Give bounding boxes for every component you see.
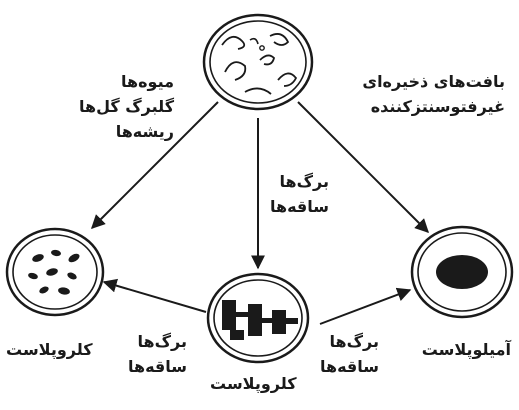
label-nonphotosynthetic: غیرفتوسنتزکننده	[370, 96, 505, 116]
label-roots: ریشه‌ها	[115, 121, 174, 141]
label-fruits: میوه‌ها	[120, 72, 174, 91]
label-stems: ساقه‌ها	[319, 356, 379, 376]
label-leaves: برگ‌ها	[279, 172, 329, 191]
label-petals: گلبرگ گل‌ها	[79, 96, 174, 116]
label-plastid-left: کلروپلاست	[6, 340, 93, 359]
arrow-top-to-left	[91, 101, 219, 229]
label-plastid-center: کلروپلاست	[210, 374, 297, 393]
proplastid-top	[202, 13, 314, 111]
label-plastid-right: آمیلوپلاست	[421, 340, 511, 359]
label-bottom-left-arrow: برگ‌ها ساقه‌ها	[128, 330, 187, 380]
label-bottom-right-arrow: برگ‌ها ساقه‌ها	[320, 330, 379, 380]
label-left-arrow: میوه‌ها گلبرگ گل‌ها ریشه‌ها	[79, 70, 174, 144]
amyloplast-right	[410, 225, 514, 319]
chromoplast-left	[5, 227, 105, 317]
label-leaves: برگ‌ها	[329, 332, 379, 351]
label-center-arrow: برگ‌ها ساقه‌ها	[270, 170, 329, 220]
arrow-center-to-left	[102, 278, 207, 313]
label-storage-tissues: بافت‌های ذخیره‌ای	[362, 72, 505, 91]
label-right-arrow: بافت‌های ذخیره‌ای غیرفتوسنتزکننده	[362, 70, 505, 120]
arrow-top-to-right	[297, 101, 429, 233]
label-stems: ساقه‌ها	[127, 356, 187, 376]
label-leaves: برگ‌ها	[137, 332, 187, 351]
label-stems: ساقه‌ها	[269, 196, 329, 216]
chloroplast-center	[206, 272, 310, 364]
arrow-center-to-right	[319, 287, 412, 325]
